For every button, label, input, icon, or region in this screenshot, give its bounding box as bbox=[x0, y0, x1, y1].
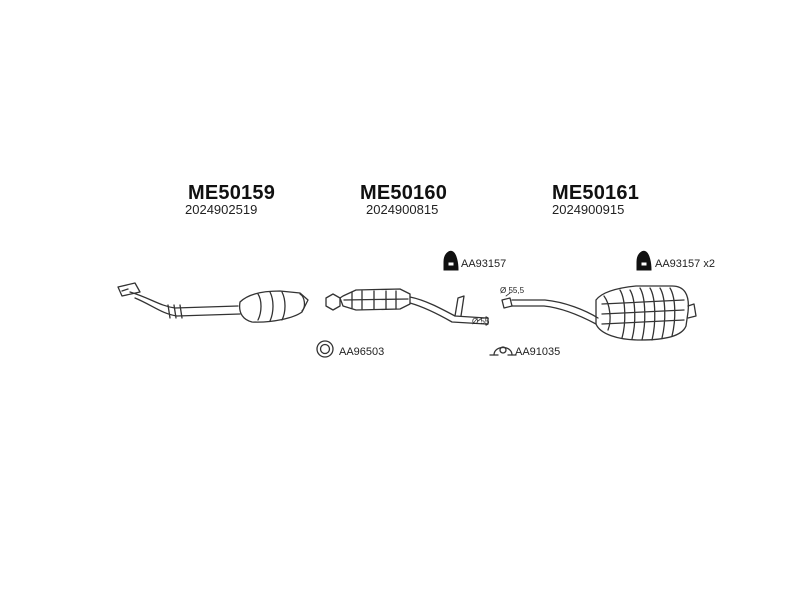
rear-silencer bbox=[501, 285, 697, 341]
oe-number-rear: 2024900915 bbox=[552, 202, 625, 217]
clamp-icon bbox=[489, 346, 517, 356]
mount-label-middle: AA93157 bbox=[461, 258, 507, 270]
rubber-mount-icon bbox=[636, 250, 652, 271]
rubber-mount-icon bbox=[443, 250, 459, 271]
assembly-code-middle: ME50160 bbox=[360, 182, 448, 204]
dimension-label-55: Ø 55 bbox=[472, 317, 490, 326]
oe-number-middle: 2024900815 bbox=[366, 202, 439, 217]
assembly-code-rear: ME50161 bbox=[552, 182, 640, 204]
front-pipe-catalyst bbox=[117, 282, 309, 323]
gasket-label: AA96503 bbox=[339, 346, 385, 358]
oe-number-front: 2024902519 bbox=[185, 202, 258, 217]
gasket-ring-icon bbox=[316, 340, 334, 358]
dimension-label-55-5: Ø 55,5 bbox=[500, 286, 525, 295]
dimension-arrow-55 bbox=[477, 317, 483, 322]
assembly-code-front: ME50159 bbox=[188, 182, 276, 204]
clamp-label: AA91035 bbox=[515, 346, 561, 358]
dimension-arrow-55-5 bbox=[505, 292, 511, 297]
middle-silencer bbox=[325, 288, 489, 326]
mount-label-rear: AA93157 x2 bbox=[655, 258, 715, 270]
